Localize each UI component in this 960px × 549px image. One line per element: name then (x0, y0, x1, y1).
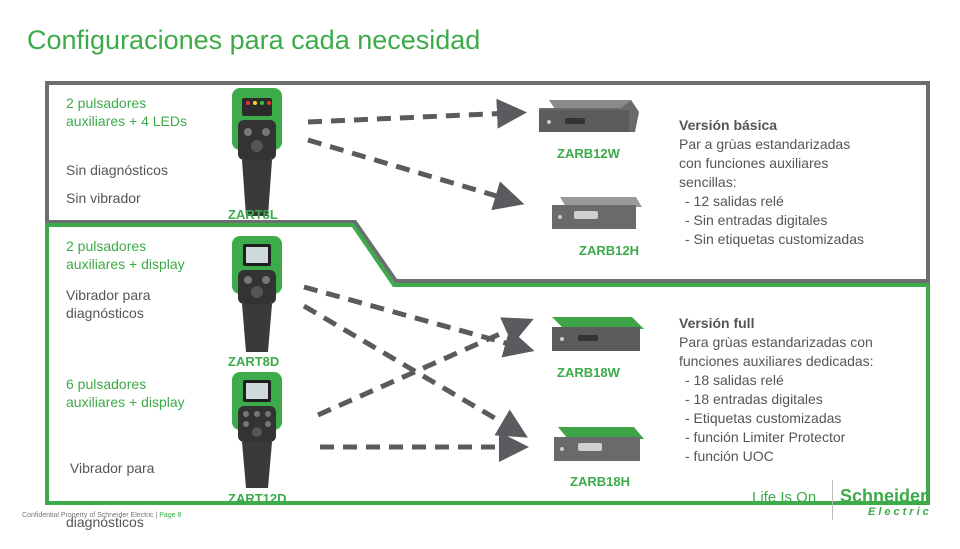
remote-8l-desc: 2 pulsadores auxiliares + 4 LEDs (66, 95, 188, 129)
arrow-8l-12h (307, 137, 525, 211)
receiver-zarb12w-label: ZARB12W (557, 146, 620, 161)
remote-8l-vib: Sin vibrador (66, 190, 141, 206)
receiver-zarb18h-image (554, 427, 644, 461)
full-heading: Versión full (679, 315, 755, 331)
remote-8d-desc: 2 pulsadores auxiliares + display (66, 238, 185, 272)
basic-frame (45, 81, 930, 283)
footer: Confidential Property of Schneider Elect… (22, 512, 182, 519)
arrow-8d-18w (303, 284, 535, 358)
remote-8d-vib: Vibrador para diagnósticos (66, 287, 151, 321)
basic-version-text: Versión básica Par a grùas estandarizada… (679, 117, 864, 247)
arrow-8d-18h (302, 303, 528, 438)
remote-8l-diag: Sin diagnósticos (66, 162, 168, 178)
remote-zart8d-label: ZART8D (228, 354, 280, 369)
receiver-zarb12h-image (552, 197, 642, 229)
receiver-zarb18w-label: ZARB18W (557, 365, 620, 380)
life-is-on-tagline: Life Is On (752, 489, 817, 506)
remote-12d-desc: 6 pulsadores auxiliares + display (66, 376, 185, 410)
brand-separator (832, 480, 833, 520)
full-version-text: Versión full Para grùas estandarizadas c… (679, 315, 874, 464)
remote-zart12d-image (232, 372, 282, 488)
receiver-zarb12h-label: ZARB12H (579, 243, 639, 258)
schneider-logo: Schneider Electric (840, 486, 932, 518)
full-frame (45, 223, 930, 505)
remote-zart8l-label: ZART8L (228, 207, 278, 222)
remote-zart8d-image (232, 236, 282, 352)
arrow-12d-18w (316, 317, 534, 418)
remote-zart8l-image (232, 88, 282, 216)
receiver-zarb18w-image (552, 317, 644, 351)
remote-zart12d-label: ZART12D (228, 491, 287, 506)
arrow-8l-12w (307, 98, 527, 129)
remote-12d-vib: Vibrador para diagnósticos (66, 460, 155, 530)
page-title: Configuraciones para cada necesidad (27, 25, 481, 55)
receiver-zarb18h-label: ZARB18H (570, 474, 630, 489)
receiver-zarb12w-image (539, 100, 639, 132)
basic-heading: Versión básica (679, 117, 778, 133)
